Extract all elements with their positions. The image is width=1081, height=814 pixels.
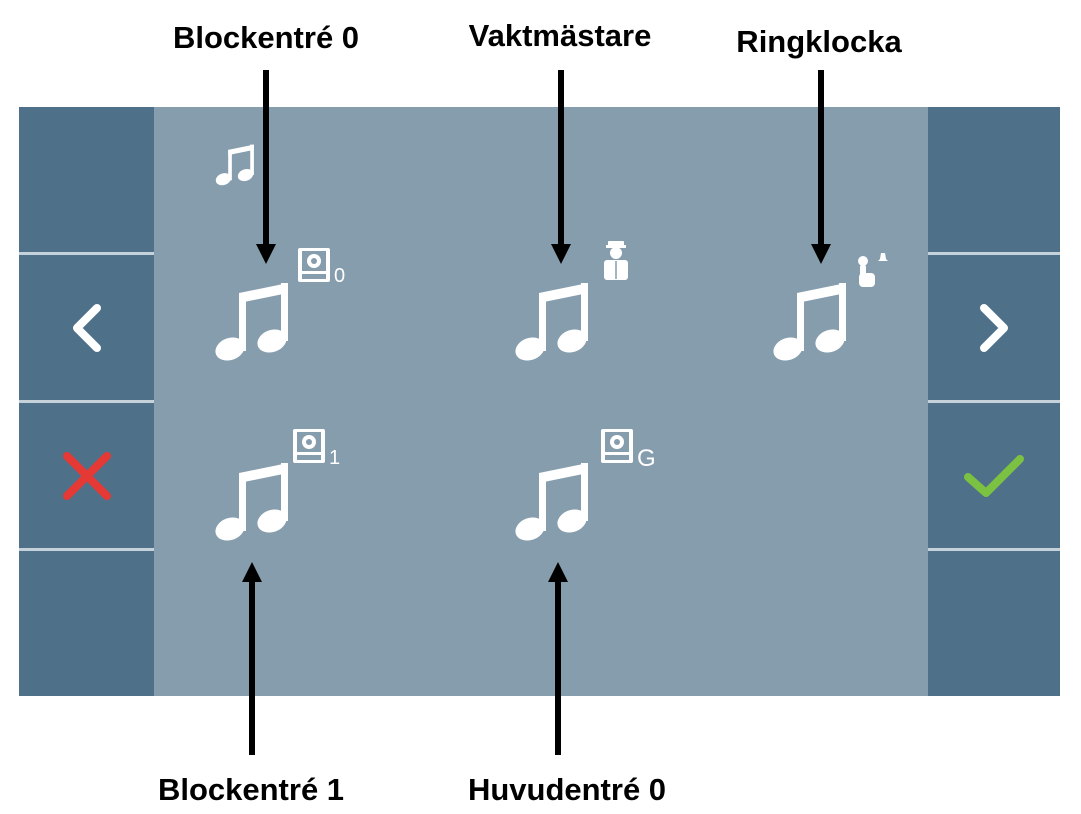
callout-block-entrance-0: Blockentré 0	[172, 20, 360, 55]
next-button[interactable]	[928, 255, 1060, 400]
callout-main-entrance-0: Huvudentré 0	[467, 772, 667, 807]
chevron-right-icon	[980, 303, 1008, 352]
callout-caretaker: Vaktmästare	[468, 18, 652, 53]
close-icon	[62, 451, 111, 500]
music-note-icon	[215, 144, 254, 186]
chevron-left-icon	[72, 303, 101, 352]
tone-badge-label: 1	[329, 447, 341, 469]
arrowhead-block-entrance-0	[256, 244, 276, 264]
left-blank-button-bottom	[19, 551, 154, 696]
callout-doorbell: Ringklocka	[736, 24, 902, 59]
arrowhead-doorbell	[811, 244, 831, 264]
music-note-icon	[773, 283, 846, 361]
right-blank-button-top	[928, 107, 1060, 252]
previous-button[interactable]	[19, 255, 154, 400]
tone-badge-label: G	[637, 445, 656, 472]
music-note-icon	[215, 463, 288, 541]
right-button-column	[928, 107, 1060, 696]
left-blank-button-top	[19, 107, 154, 252]
arrowhead-main-entrance-0	[548, 562, 568, 582]
caretaker-icon	[604, 241, 628, 280]
confirm-button[interactable]	[928, 403, 1060, 548]
tone-caretaker[interactable]	[511, 241, 641, 370]
tone-block-entrance-0[interactable]: 0	[211, 245, 351, 370]
checkmark-icon	[964, 454, 1024, 497]
cancel-button[interactable]	[19, 403, 154, 548]
tone-doorbell[interactable]	[769, 245, 899, 370]
right-blank-button-bottom	[928, 551, 1060, 696]
tone-main-entrance-0[interactable]: G	[511, 425, 661, 550]
left-button-column	[19, 107, 154, 696]
callout-block-entrance-1: Blockentré 1	[157, 772, 345, 807]
arrowhead-caretaker	[551, 244, 571, 264]
door-panel-icon	[601, 429, 633, 463]
door-panel-icon	[298, 248, 330, 282]
tone-badge-label: 0	[334, 265, 346, 287]
tone-block-entrance-1[interactable]: 1	[211, 425, 351, 550]
doorbell-press-icon	[858, 253, 888, 287]
music-note-icon	[215, 283, 288, 361]
arrowhead-block-entrance-1	[242, 562, 262, 582]
music-note-icon	[515, 283, 588, 361]
device-screen: 0	[19, 107, 1060, 696]
music-note-icon	[515, 463, 588, 541]
door-panel-icon	[293, 429, 325, 463]
